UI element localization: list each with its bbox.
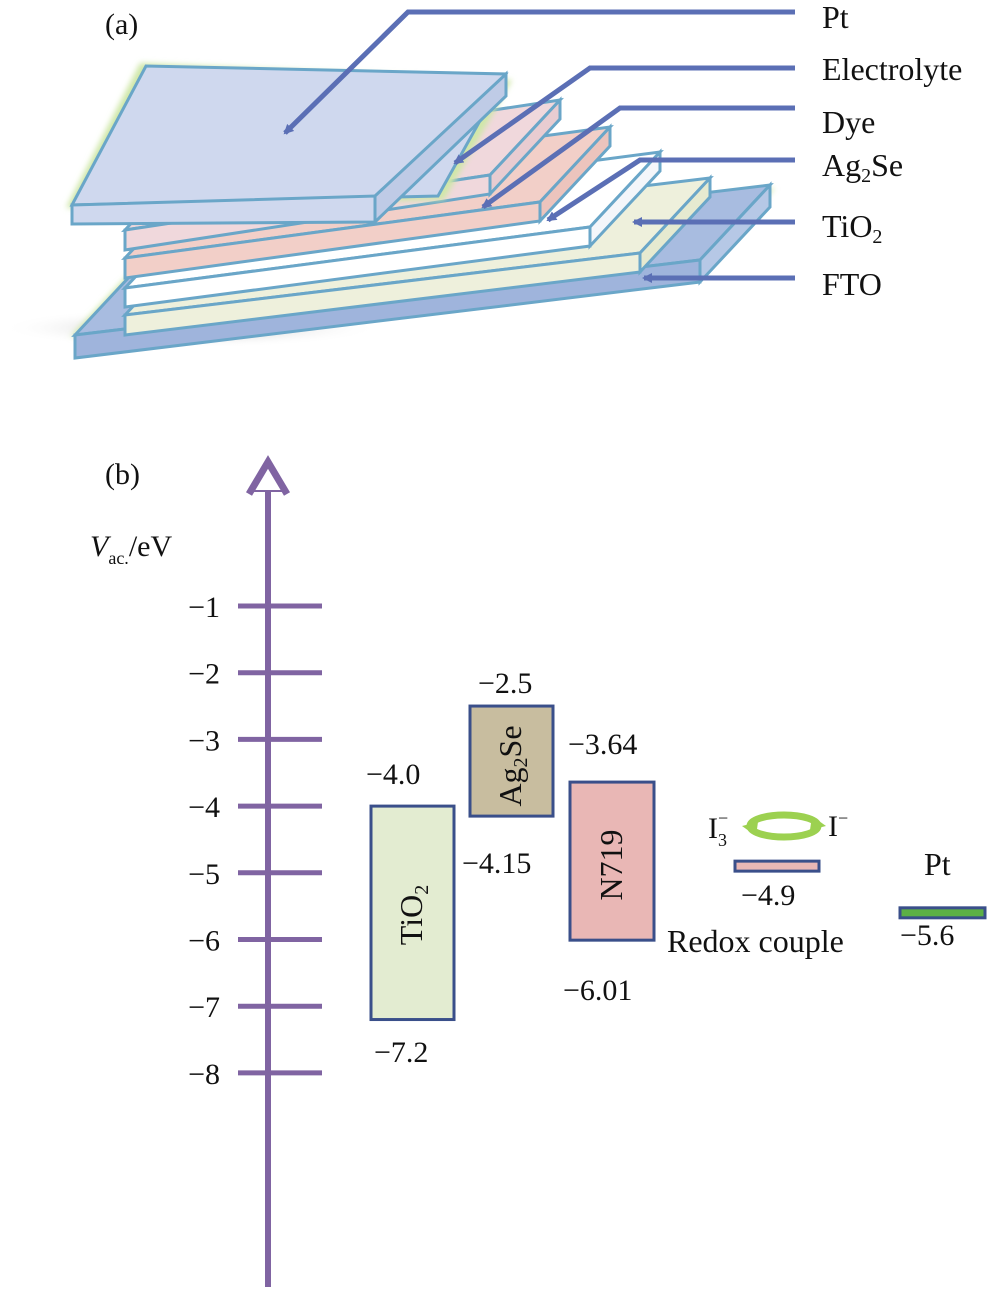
- arrow-electrolyte: [453, 65, 795, 166]
- redox-couple: I3− I− −4.9 Redox couple: [667, 808, 848, 959]
- redox-cycle-icon: [742, 811, 826, 841]
- panel-a-label: (a): [105, 8, 138, 41]
- axis-tick-label: −3: [188, 724, 220, 757]
- axis-tick-label: −1: [188, 591, 220, 624]
- n719-name: N719: [593, 829, 629, 900]
- axis-tick-label: −8: [188, 1058, 220, 1091]
- axis-ticks: −1 −2 −3 −4 −5 −6 −7 −8: [188, 591, 322, 1091]
- pt-name: Pt: [924, 846, 951, 882]
- layer-pt: [66, 63, 512, 226]
- ag2se-band: Ag2Se −2.5 −4.15: [462, 667, 555, 880]
- label-tio2: TiO2: [822, 208, 882, 248]
- ag2se-box: [468, 704, 555, 818]
- n719-box: [568, 780, 656, 942]
- pt-level: [898, 906, 987, 920]
- redox-level: [733, 859, 821, 873]
- pt-value: −5.6: [900, 919, 954, 952]
- label-fto: FTO: [822, 266, 882, 302]
- n719-bottom-value: −6.01: [563, 974, 632, 1007]
- tio2-top-value: −4.0: [366, 758, 420, 791]
- redox-label: Redox couple: [667, 923, 844, 959]
- axis-tick-label: −7: [188, 991, 220, 1024]
- panel-b-label: (b): [105, 458, 140, 491]
- n719-top-value: −3.64: [568, 728, 637, 761]
- pt-level-group: Pt −5.6: [898, 846, 987, 952]
- tio2-box: [369, 804, 456, 1022]
- ag2se-name: Ag2Se: [492, 725, 532, 806]
- arrow-pt: [283, 9, 795, 135]
- i3-label: I3−: [708, 808, 728, 850]
- redox-value: −4.9: [741, 879, 795, 912]
- ag2se-top-value: −2.5: [478, 667, 532, 700]
- layer-labels: Pt Electrolyte Dye Ag2Se TiO2 FTO: [822, 0, 962, 302]
- axis-tick-label: −6: [188, 925, 220, 958]
- axis-tick-label: −4: [188, 791, 220, 824]
- tio2-name: TiO2: [393, 885, 433, 945]
- axis-label: Vac./eV: [90, 530, 172, 568]
- ag2se-bottom-value: −4.15: [462, 847, 531, 880]
- label-pt: Pt: [822, 0, 849, 35]
- n719-band: N719 −3.64 −6.01: [563, 728, 656, 1007]
- label-ag2se: Ag2Se: [822, 147, 903, 187]
- leader-arrows: [283, 9, 795, 283]
- panel-b: (b) Vac./eV −1 −2 −3 −4 −5 −6 −7 −8 TiO2 −4.0 −…: [90, 455, 987, 1287]
- axis-tick-label: −2: [188, 658, 220, 691]
- arrow-ag2se: [546, 157, 795, 223]
- tio2-bottom-value: −7.2: [374, 1036, 428, 1069]
- panel-a: (a): [0, 0, 962, 360]
- tio2-band: TiO2 −4.0 −7.2: [366, 758, 456, 1069]
- arrow-dye: [481, 105, 795, 210]
- label-dye: Dye: [822, 104, 875, 140]
- axis-tick-label: −5: [188, 858, 220, 891]
- label-electrolyte: Electrolyte: [822, 51, 962, 87]
- i-label: I−: [828, 808, 848, 843]
